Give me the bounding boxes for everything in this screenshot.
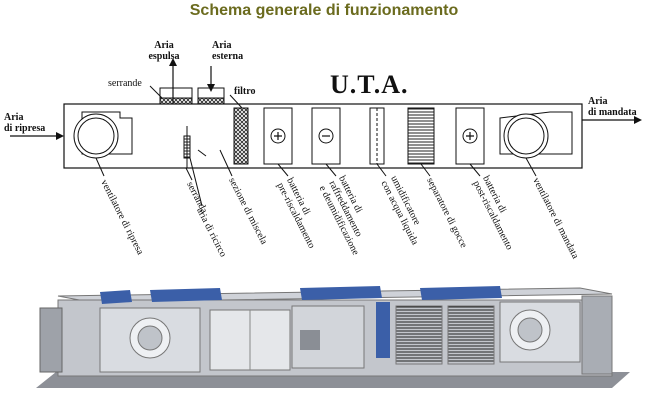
label-filtro: filtro: [234, 86, 256, 97]
page-title: Schema generale di funzionamento: [189, 2, 459, 19]
fan-supply-icon: [499, 111, 573, 159]
plus-icon: [274, 132, 282, 140]
uta-title: U.T.A.: [330, 70, 409, 99]
label-serrande: serrande: [108, 78, 142, 89]
droplet-separator: [407, 107, 435, 165]
filter: [233, 107, 249, 165]
ahu-illustration: [36, 286, 630, 388]
plus-icon: [466, 132, 474, 140]
preheat-coil: [263, 107, 293, 165]
fan-return-icon: [73, 111, 133, 159]
